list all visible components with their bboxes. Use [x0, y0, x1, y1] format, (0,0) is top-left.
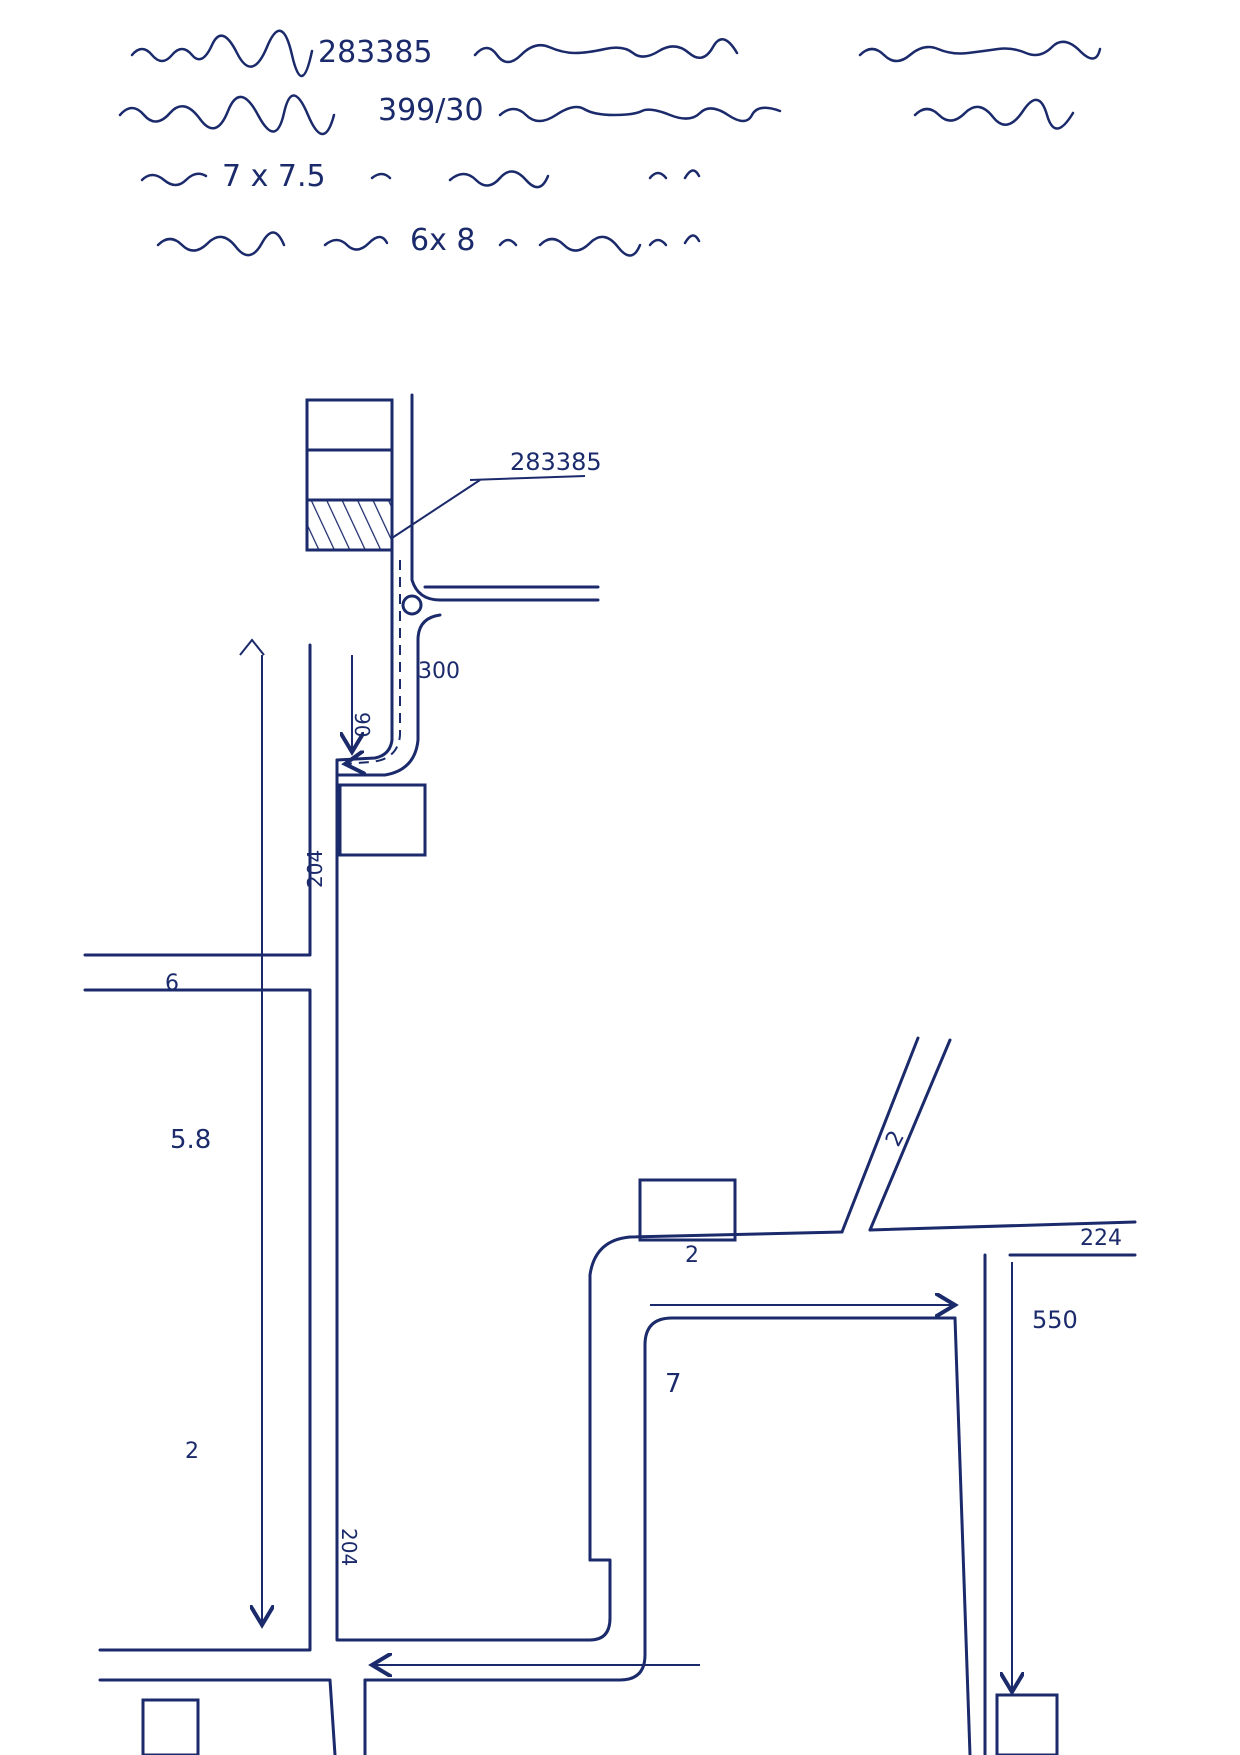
route-2-north-edge [588, 1230, 844, 1562]
route-204-west-edge-b [83, 988, 312, 1652]
map-labels: 283385 300 90 5.8 7 550 6 2 2 2 224 204 … [165, 448, 1122, 1566]
building-block [305, 398, 394, 452]
distance-markers [239, 475, 1012, 1692]
label-300m: 300 [418, 659, 460, 684]
building-monument [995, 1693, 1059, 1755]
route-204-east-edge [335, 758, 612, 1642]
parcel-number: 283385 [318, 35, 433, 70]
building-market [141, 1698, 200, 1755]
house-number: 399/30 [378, 93, 484, 128]
building-block [305, 448, 394, 502]
building-office [338, 783, 427, 857]
roundabout-circle [401, 594, 423, 616]
building-terminal [638, 1178, 737, 1242]
label-route-204-south: 204 [337, 1528, 361, 1566]
parcel-leader-line [391, 479, 481, 539]
soi-road-east-edge [335, 613, 442, 777]
soi-road-west-edge [335, 548, 394, 762]
route-2-diagonal-west [840, 1036, 920, 1234]
route-224-north-edge [868, 1220, 1137, 1232]
label-7km: 7 [665, 1369, 682, 1399]
label-route-2-west: 2 [185, 1439, 199, 1464]
road-network [83, 393, 1137, 1755]
label-5-8km: 5.8 [170, 1125, 211, 1155]
route-2-south-edge [363, 1316, 957, 1682]
arrow-head-top [239, 638, 265, 656]
route-204-west-edge-c [98, 1678, 337, 1755]
house-size: 7 x 7.5 [222, 159, 326, 194]
route-2-diagonal-east [868, 1038, 952, 1232]
parcel-label-underline [469, 475, 586, 481]
header-notes: 283385 399/30 7 x 7.5 6x 8 [118, 29, 1102, 258]
garage-size: 6x 8 [410, 223, 475, 258]
label-90m: 90 [350, 712, 374, 737]
route-204-west-edge-a [83, 643, 312, 957]
label-route-6: 6 [165, 971, 179, 996]
label-550m: 550 [1032, 1306, 1078, 1334]
parcel-label: 283385 [510, 448, 602, 476]
soi-road-east-edge-top [410, 393, 600, 602]
road-right-west-edge [953, 1316, 972, 1755]
label-route-204-north: 204 [303, 850, 327, 888]
label-route-224: 224 [1080, 1226, 1122, 1251]
route-dashed-path [345, 560, 401, 764]
target-parcel [305, 498, 394, 552]
label-route-2-middle: 2 [685, 1243, 699, 1268]
